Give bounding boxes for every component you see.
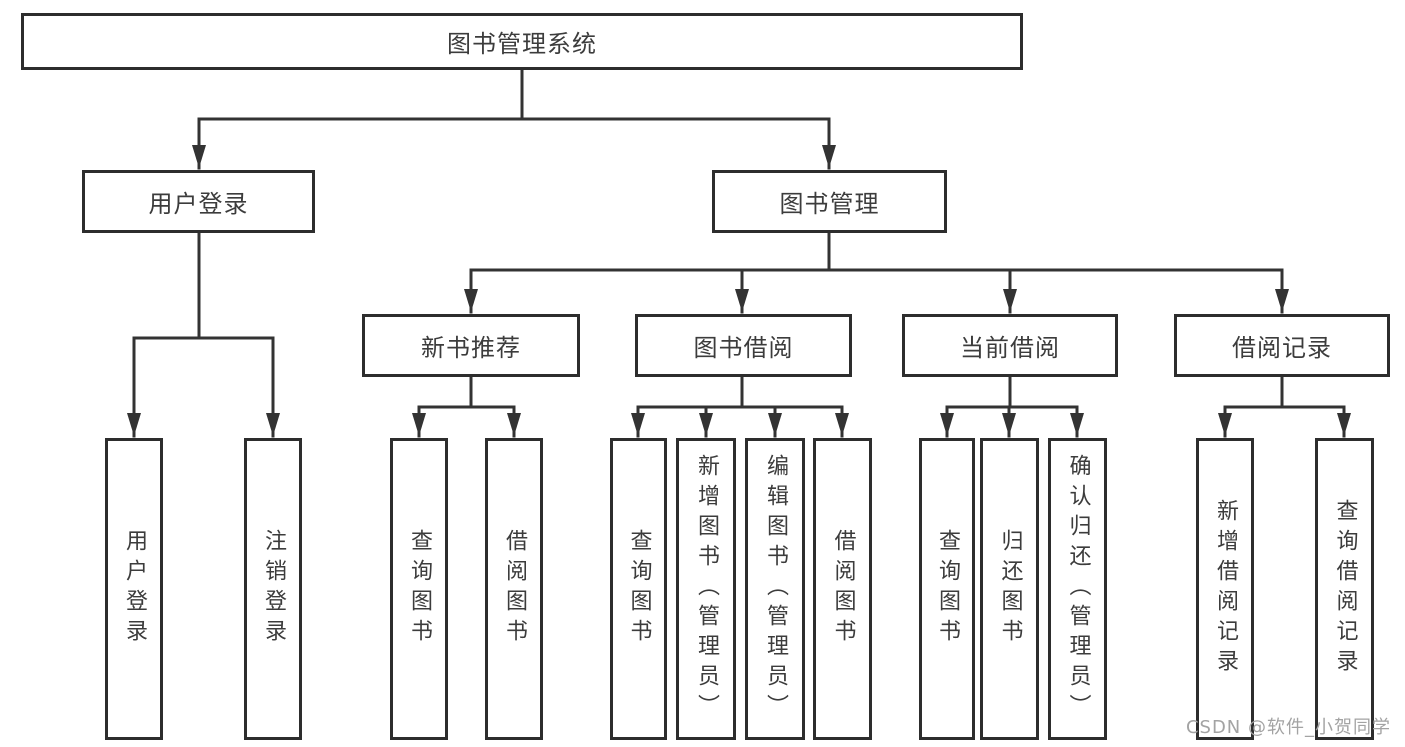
node-leaf-query-borrow-record: 查询借阅记录: [1315, 438, 1374, 740]
node-leaf-add-books-admin: 新增图书（管理员）: [676, 438, 736, 740]
node-leaf-borrow-books-1: 借阅图书: [485, 438, 543, 740]
node-leaf-logout: 注销登录: [244, 438, 302, 740]
node-book-borrowing: 图书借阅: [635, 314, 852, 377]
node-leaf-return-books: 归还图书: [980, 438, 1039, 740]
node-leaf-confirm-return-admin: 确认归还（管理员）: [1048, 438, 1107, 740]
node-leaf-query-books-1: 查询图书: [390, 438, 448, 740]
node-leaf-add-borrow-record: 新增借阅记录: [1196, 438, 1254, 740]
csdn-watermark: CSDN @软件_小贺同学: [1185, 717, 1391, 738]
node-leaf-borrow-books-2: 借阅图书: [813, 438, 872, 740]
node-borrowing-records: 借阅记录: [1174, 314, 1390, 377]
node-leaf-user-login: 用户登录: [105, 438, 163, 740]
node-root-system: 图书管理系统: [21, 13, 1023, 70]
node-new-book-recommend: 新书推荐: [362, 314, 580, 377]
node-leaf-query-books-2: 查询图书: [610, 438, 667, 740]
node-user-login: 用户登录: [82, 170, 315, 233]
node-current-borrowing: 当前借阅: [902, 314, 1118, 377]
node-leaf-query-books-3: 查询图书: [919, 438, 975, 740]
node-leaf-edit-books-admin: 编辑图书（管理员）: [745, 438, 805, 740]
node-book-management: 图书管理: [712, 170, 947, 233]
